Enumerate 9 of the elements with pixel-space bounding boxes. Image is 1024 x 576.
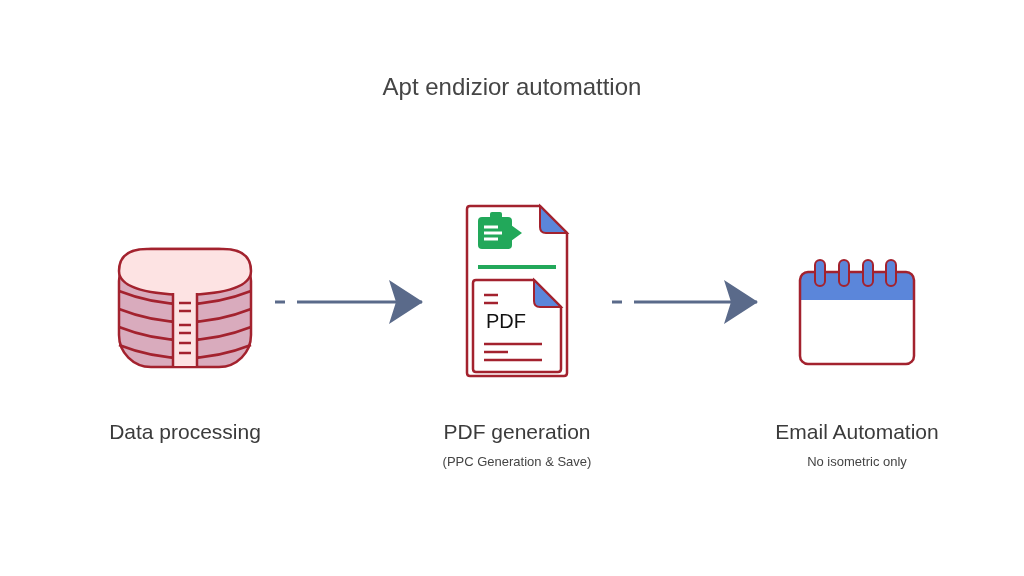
step-caption: No isometric only — [807, 453, 907, 471]
arrow — [275, 280, 423, 324]
arrow — [612, 280, 758, 324]
step-caption: (PPC Generation & Save) — [442, 453, 592, 471]
document-label: PDF — [486, 309, 526, 333]
diagram-title: Apt endizior automattion — [382, 72, 642, 102]
step-title: PDF generation — [443, 419, 591, 445]
step-title: Email Automation — [775, 419, 939, 445]
step-title: Data processing — [109, 419, 261, 445]
